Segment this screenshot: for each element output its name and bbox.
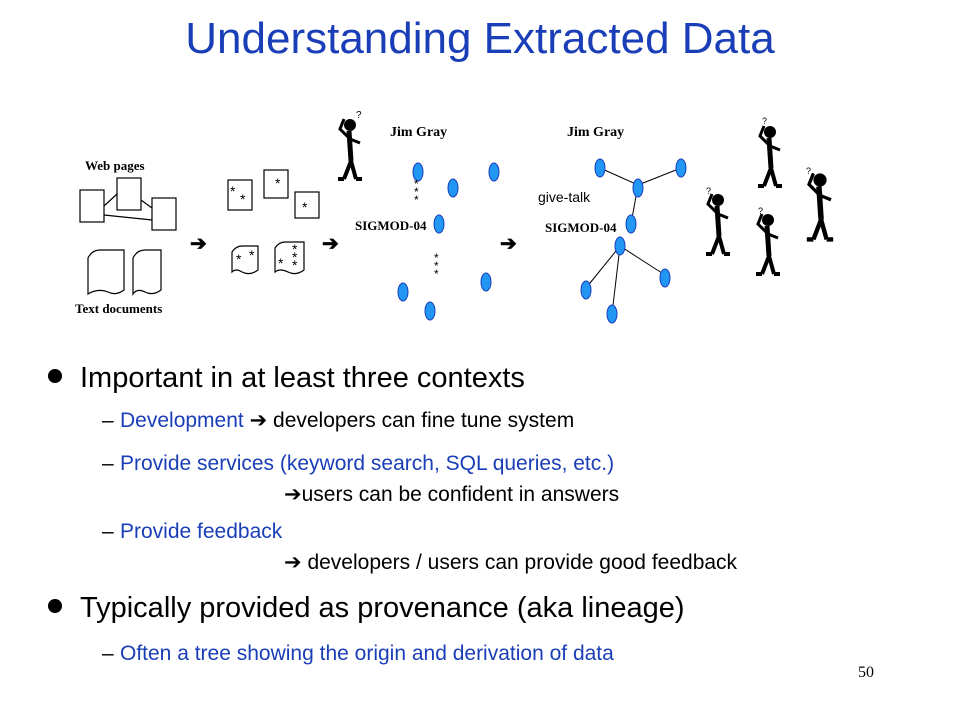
confused-person-icon: [338, 119, 362, 179]
page-number: 50: [858, 664, 874, 681]
confused-person-icon: [706, 194, 730, 254]
svg-text:?: ?: [806, 166, 811, 176]
svg-text:?: ?: [762, 116, 767, 126]
graph1-person-label: Jim Gray: [390, 125, 447, 140]
sub-bullet-item: –Provide feedback: [102, 520, 283, 543]
svg-text:*: *: [278, 255, 284, 271]
text-documents-label: Text documents: [75, 301, 162, 316]
svg-text:*: *: [292, 257, 298, 273]
right-arrow-icon: ➔: [322, 233, 339, 255]
svg-text:?: ?: [356, 110, 362, 121]
extracted-fragments: [227, 169, 320, 275]
svg-text:*: *: [434, 251, 439, 265]
sub-bullet-item: –Development ➔ developers can fine tune …: [102, 409, 575, 432]
graph2-edge-label: give-talk: [538, 189, 591, 205]
svg-text:*: *: [240, 191, 246, 207]
svg-text:*: *: [236, 251, 242, 267]
bullet-icon: [48, 599, 62, 614]
sub-bullet-continuation: ➔users can be confident in answers: [284, 483, 620, 506]
graph1-conf-label: SIGMOD-04: [355, 218, 427, 233]
svg-text:*: *: [302, 199, 308, 215]
graph2-person-label: Jim Gray: [567, 125, 624, 140]
confused-person-icon: [758, 126, 782, 186]
sub-bullet-continuation: ➔ developers / users can provide good fe…: [284, 551, 738, 574]
svg-text:*: *: [414, 177, 419, 191]
svg-text:?: ?: [758, 206, 763, 216]
sub-bullet-item: –Provide services (keyword search, SQL q…: [102, 452, 615, 475]
bullet-item: Important in at least three contexts: [48, 362, 525, 395]
graph2-conf-label: SIGMOD-04: [545, 220, 617, 235]
right-arrow-icon: ➔: [249, 409, 268, 432]
svg-text:*: *: [230, 183, 236, 199]
slide-title: Understanding Extracted Data: [185, 14, 775, 63]
right-arrow-icon: ➔: [284, 483, 302, 506]
svg-text:*: *: [292, 241, 298, 257]
right-arrow-icon: ➔: [190, 233, 207, 255]
right-arrow-icon: ➔: [500, 233, 517, 255]
web-pages-label: Web pages: [85, 158, 145, 173]
svg-text:*: *: [414, 193, 419, 207]
bullet-item: Typically provided as provenance (aka li…: [48, 592, 685, 625]
svg-text:?: ?: [706, 186, 711, 196]
svg-text:*: *: [434, 267, 439, 281]
confused-person-icon: [756, 214, 780, 274]
extraction-diagram: Web pages Text documents ➔ * * * * * * *…: [75, 110, 960, 324]
graph1-star-marks: * * * * * *: [414, 177, 439, 281]
text-document-icons: [87, 249, 162, 296]
graph1-nodes: [397, 162, 500, 321]
confused-person-icon: [807, 173, 833, 239]
star-marks: * * * * * * * * * *: [230, 175, 308, 273]
svg-text:*: *: [275, 175, 281, 191]
sub-bullet-item: –Often a tree showing the origin and der…: [102, 642, 614, 665]
graph2-nodes: [580, 158, 687, 324]
web-page-icons: [79, 177, 177, 231]
svg-text:*: *: [292, 249, 298, 265]
svg-text:*: *: [414, 185, 419, 199]
svg-text:*: *: [249, 247, 255, 263]
bullet-icon: [48, 369, 62, 384]
right-arrow-icon: ➔: [284, 551, 302, 574]
svg-text:*: *: [434, 259, 439, 273]
